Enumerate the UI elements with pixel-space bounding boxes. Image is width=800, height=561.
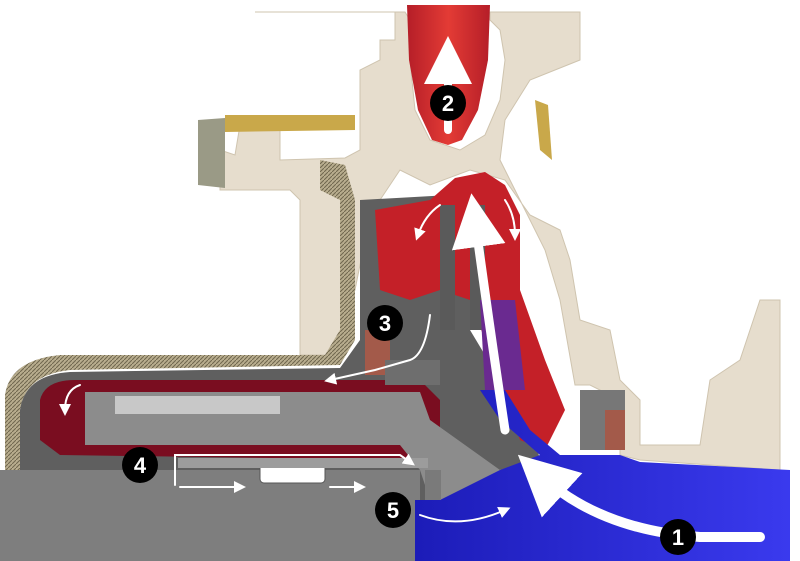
brass-edge (535, 100, 552, 160)
callout-number: 2 (442, 91, 454, 116)
suction-inlet (415, 390, 790, 561)
brass-seal-ring (225, 115, 355, 132)
wear-ring-red (605, 410, 625, 450)
motor-shaft (0, 470, 420, 561)
bolt-head (198, 118, 225, 188)
arrow-leak-3 (324, 314, 431, 385)
seal-part-5 (425, 470, 441, 500)
callout-number: 5 (387, 498, 399, 523)
callout-5: 5 (375, 492, 411, 528)
callout-1: 1 (660, 519, 696, 555)
callout-2: 2 (430, 85, 466, 121)
callout-number: 1 (672, 525, 684, 550)
motor-shell-hatched (5, 160, 355, 561)
arrow-5 (419, 506, 511, 523)
pump-casing (219, 11, 781, 471)
callout-4: 4 (122, 447, 158, 483)
rotor (85, 392, 500, 500)
arrow-impeller-up (451, 193, 510, 435)
arrow-volute-left (414, 204, 441, 241)
arrow-volute-right (504, 199, 521, 241)
gap-line (178, 458, 428, 468)
arrow-chamber-return (174, 453, 415, 486)
callout-number: 3 (379, 311, 391, 336)
rotor-insert (115, 396, 280, 414)
callout-number: 4 (134, 453, 147, 478)
callout-3: 3 (367, 305, 403, 341)
arrow-chamber-down (59, 384, 81, 416)
